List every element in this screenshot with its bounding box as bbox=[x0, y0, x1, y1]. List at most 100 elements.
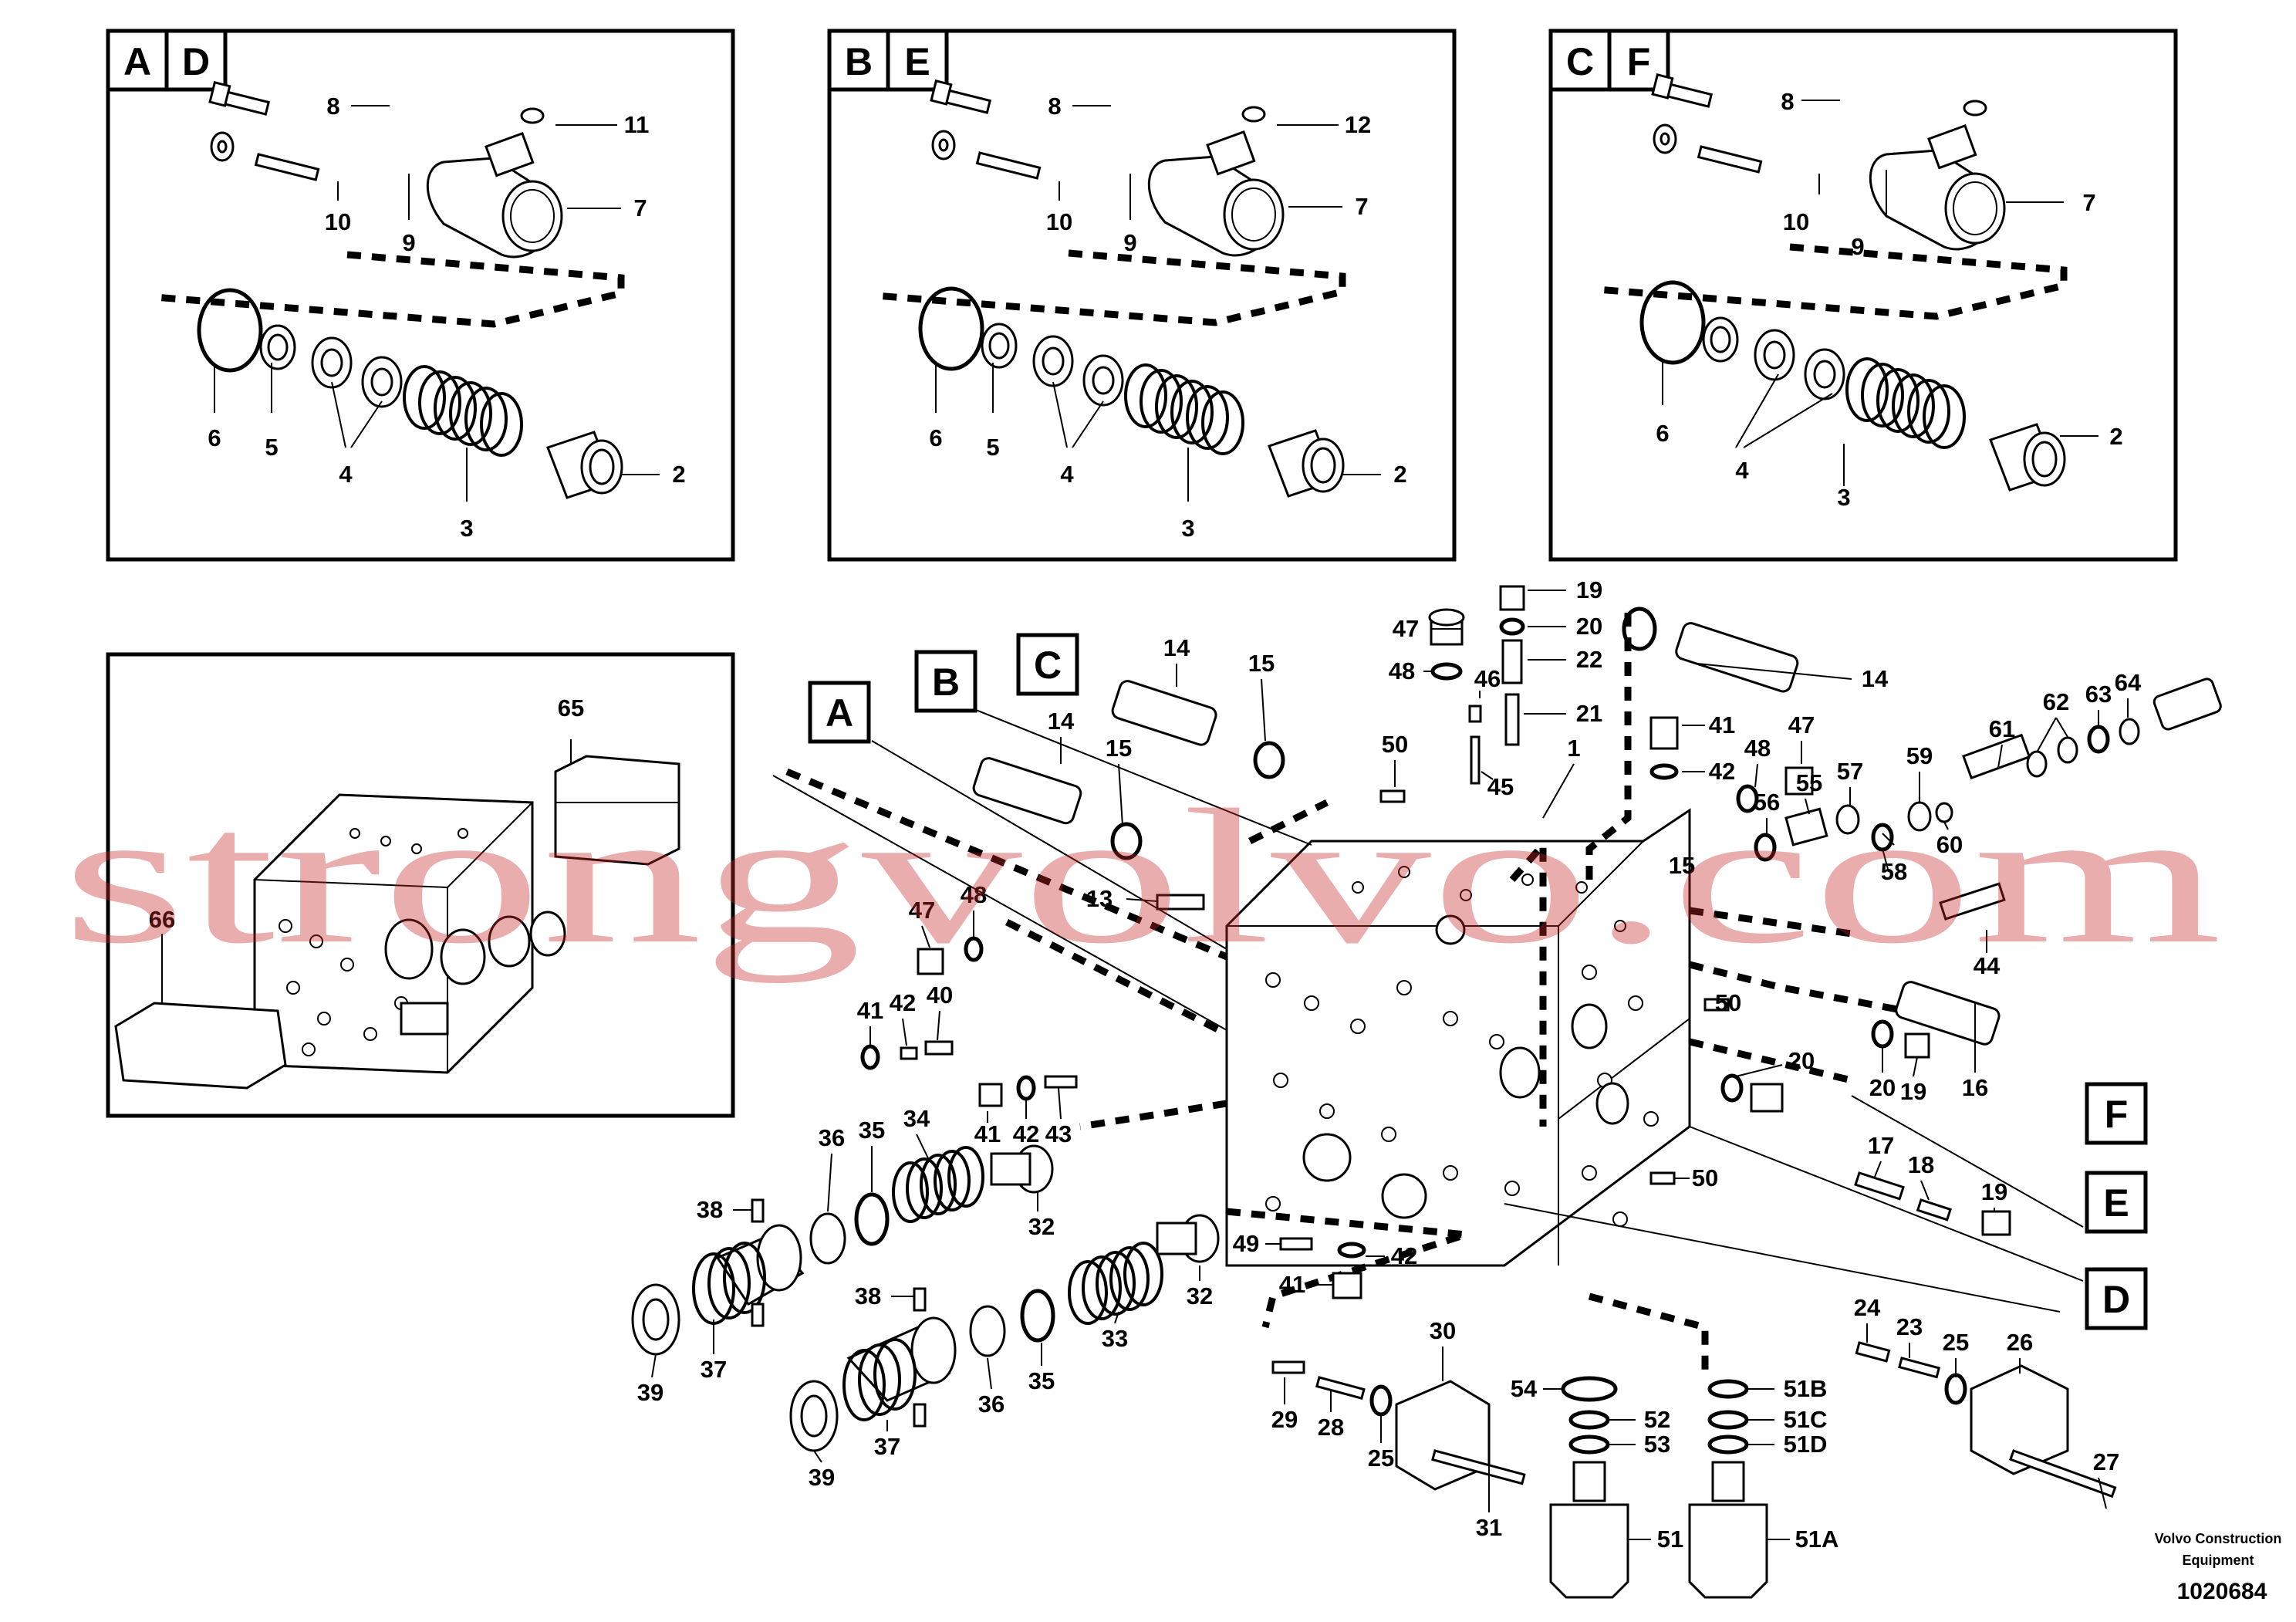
callout: 10 bbox=[1046, 208, 1072, 235]
callout: 9 bbox=[1851, 233, 1864, 260]
callout: 24 bbox=[1854, 1294, 1881, 1321]
detail-box-cf: C F 8 10 9 7 6 4 3 2 bbox=[1548, 29, 2178, 562]
callout: 11 bbox=[624, 111, 650, 138]
callout: 38 bbox=[697, 1196, 723, 1223]
section-marker-f: F bbox=[2085, 1082, 2148, 1145]
callout: 10 bbox=[325, 208, 351, 235]
callout: 2 bbox=[2109, 423, 2122, 450]
box-letter: F bbox=[1627, 40, 1651, 83]
callout: 41 bbox=[857, 997, 883, 1024]
callout: 42 bbox=[1709, 758, 1735, 785]
callout: 51C bbox=[1784, 1406, 1828, 1433]
callout: 60 bbox=[1936, 831, 1963, 858]
svg-text:C: C bbox=[1034, 644, 1062, 687]
callout: 64 bbox=[2115, 669, 2142, 696]
callout: 20 bbox=[1788, 1047, 1815, 1074]
svg-text:B: B bbox=[932, 661, 960, 704]
callout: 32 bbox=[1028, 1213, 1055, 1240]
overview-box: 65 66 bbox=[106, 652, 735, 1118]
callout: 34 bbox=[903, 1105, 930, 1132]
callout: 51D bbox=[1784, 1431, 1828, 1458]
section-marker-e: E bbox=[2085, 1171, 2148, 1234]
callout: 25 bbox=[1943, 1329, 1969, 1356]
callout: 26 bbox=[2007, 1329, 2033, 1356]
callout: 48 bbox=[1744, 735, 1771, 762]
callout: 31 bbox=[1476, 1514, 1502, 1541]
callout: 53 bbox=[1644, 1431, 1670, 1458]
manufacturer-credit: Volvo Construction bbox=[2155, 1531, 2282, 1546]
callout: 19 bbox=[1900, 1078, 1926, 1105]
callout: 48 bbox=[1389, 657, 1415, 684]
exploded-components bbox=[631, 585, 2222, 1599]
callout: 6 bbox=[208, 424, 221, 451]
callout: 56 bbox=[1754, 789, 1780, 816]
svg-text:F: F bbox=[2105, 1093, 2129, 1136]
callout: 35 bbox=[1028, 1367, 1055, 1394]
callout: 30 bbox=[1430, 1317, 1456, 1344]
callout: 2 bbox=[672, 461, 685, 488]
callout: 51B bbox=[1784, 1375, 1828, 1402]
callout: 10 bbox=[1783, 208, 1809, 235]
callout: 8 bbox=[326, 93, 339, 120]
callout: 15 bbox=[1106, 735, 1132, 762]
callout: 48 bbox=[961, 881, 987, 908]
box-letter: B bbox=[845, 40, 873, 83]
callout: 6 bbox=[929, 424, 942, 451]
callout: 3 bbox=[1837, 484, 1850, 511]
callout: 51A bbox=[1795, 1526, 1839, 1553]
callout: 42 bbox=[1391, 1242, 1417, 1269]
callout: 29 bbox=[1271, 1406, 1298, 1433]
callout: 8 bbox=[1781, 88, 1794, 115]
callout: 66 bbox=[149, 906, 175, 933]
callout: 16 bbox=[1962, 1074, 1988, 1101]
box-letter: E bbox=[904, 40, 930, 83]
callout: 19 bbox=[1981, 1178, 2007, 1205]
callout: 37 bbox=[874, 1433, 900, 1460]
callout: 21 bbox=[1576, 700, 1602, 727]
callout: 41 bbox=[1709, 711, 1735, 738]
callout: 33 bbox=[1102, 1325, 1128, 1352]
callout: 25 bbox=[1368, 1445, 1394, 1472]
section-leaders bbox=[772, 709, 2084, 1313]
callout: 7 bbox=[1355, 193, 1368, 220]
callout: 27 bbox=[2093, 1448, 2119, 1475]
callout: 54 bbox=[1511, 1375, 1538, 1402]
callout: 62 bbox=[2043, 688, 2069, 715]
box-letter: C bbox=[1566, 40, 1594, 83]
callout: 20 bbox=[1869, 1074, 1896, 1101]
section-marker-c: C bbox=[1016, 633, 1079, 696]
callout: 14 bbox=[1163, 634, 1190, 661]
callout: 38 bbox=[855, 1282, 881, 1309]
svg-text:A: A bbox=[826, 691, 853, 735]
callout: 9 bbox=[1123, 229, 1136, 256]
callout: 20 bbox=[1576, 613, 1602, 640]
callouts: 19 20 22 47 48 46 21 14 15 14 15 50 45 1… bbox=[637, 576, 2142, 1553]
callout-leaders bbox=[651, 590, 2129, 1540]
section-marker-b: B bbox=[914, 650, 977, 713]
manufacturer-credit: Equipment bbox=[2183, 1553, 2254, 1568]
callout: 18 bbox=[1908, 1151, 1934, 1178]
callout: 51 bbox=[1657, 1526, 1683, 1553]
callout: 52 bbox=[1644, 1406, 1670, 1433]
callout: 22 bbox=[1576, 646, 1602, 673]
callout: 43 bbox=[1045, 1120, 1072, 1147]
callout: 17 bbox=[1868, 1132, 1894, 1159]
callout: 49 bbox=[1233, 1230, 1259, 1257]
callout: 41 bbox=[1279, 1271, 1305, 1298]
callout: 47 bbox=[1393, 615, 1419, 642]
callout: 13 bbox=[1086, 885, 1113, 912]
callout: 44 bbox=[1974, 952, 2001, 979]
callout: 36 bbox=[978, 1391, 1004, 1418]
callout: 2 bbox=[1393, 461, 1406, 488]
callout: 4 bbox=[1735, 457, 1749, 484]
callout: 57 bbox=[1837, 758, 1863, 785]
callout: 39 bbox=[809, 1464, 835, 1491]
callout: 50 bbox=[1692, 1164, 1718, 1191]
section-marker-d: D bbox=[2085, 1267, 2148, 1330]
watermark: strongvolvo.com bbox=[62, 770, 2222, 984]
dashed-leaders bbox=[785, 610, 1906, 1374]
callout: 9 bbox=[402, 229, 415, 256]
callout: 45 bbox=[1487, 773, 1514, 800]
svg-text:E: E bbox=[2103, 1181, 2129, 1225]
